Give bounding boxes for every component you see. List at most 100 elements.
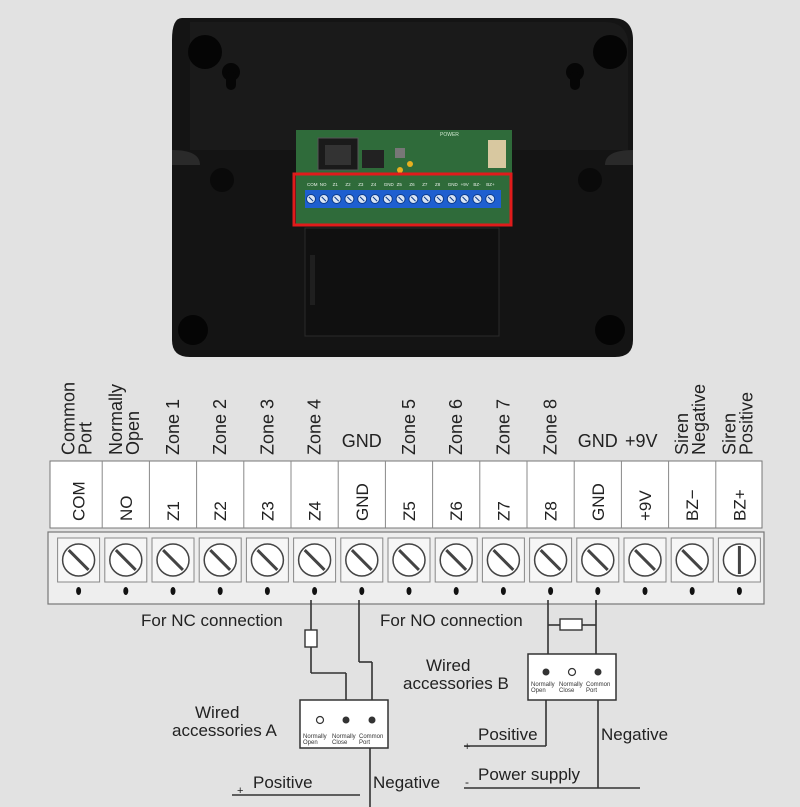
pcb-label-3: Z2	[345, 182, 351, 187]
terminal-code-6: GND	[353, 483, 372, 521]
contact-open-a-1: Normally	[303, 734, 327, 740]
accessory-b-title-1: Wired	[426, 656, 470, 675]
positive-label-a: Positive	[253, 773, 313, 792]
rubber-foot	[178, 315, 208, 345]
terminal-label-14-0: Siren	[719, 413, 739, 455]
pcb-label-10: Z8	[435, 182, 441, 187]
terminal-code-3: Z2	[211, 501, 230, 521]
terminal-hole	[736, 587, 742, 595]
rubber-foot	[593, 35, 627, 69]
terminal-hole	[264, 587, 270, 595]
terminal-code-9: Z7	[494, 501, 513, 521]
pcb-label-1: NO	[320, 182, 327, 187]
terminal-hole	[123, 587, 129, 595]
power-supply-label: Power supply	[478, 765, 581, 784]
rubber-foot	[188, 35, 222, 69]
terminal-hole	[312, 587, 318, 595]
contact-close-a-2: Close	[332, 740, 348, 746]
minus-sign: -	[465, 775, 469, 789]
pcb-label-7: Z5	[397, 182, 403, 187]
terminal-label-12: +9V	[625, 431, 658, 451]
terminal-label-14-1: Positive	[736, 392, 756, 455]
terminal-label-0-0: Common	[59, 382, 79, 455]
terminal-label-7: Zone 5	[399, 399, 419, 455]
pcb-label-12: +9V	[461, 182, 469, 187]
terminal-code-8: Z6	[447, 501, 466, 521]
terminal-code-10: Z8	[542, 501, 561, 521]
plus-sign-a: +	[237, 785, 243, 797]
terminal-code-13: BZ−	[683, 489, 702, 521]
battery-cover	[304, 227, 500, 337]
contact-close-b-1: Normally	[559, 682, 583, 688]
terminal-label-4: Zone 3	[257, 399, 277, 455]
accessory-b-title-2: accessories B	[403, 674, 509, 693]
pcb-label-6: GND	[384, 182, 395, 187]
terminal-label-1-1: Open	[123, 411, 143, 455]
contact-close-b-2: Close	[559, 688, 575, 694]
terminal-code-11: GND	[589, 483, 608, 521]
mount-hole-left	[222, 63, 240, 90]
negative-label-a: Negative	[373, 773, 440, 792]
terminal-code-1: NO	[117, 496, 136, 522]
pcb-label-8: Z6	[409, 182, 415, 187]
terminal-label-8: Zone 6	[446, 399, 466, 455]
terminal-hole	[548, 587, 554, 595]
plus-sign-b: +	[464, 741, 470, 753]
terminal-label-5: Zone 4	[305, 399, 325, 455]
terminal-label-11: GND	[578, 431, 618, 451]
contact-common-b-1: Common	[586, 682, 610, 688]
negative-label-b: Negative	[601, 725, 668, 744]
contact-close-a-1: Normally	[332, 734, 356, 740]
nc-connection-label: For NC connection	[141, 611, 283, 630]
pcb-label-11: GND	[448, 182, 459, 187]
terminal-code-5: Z4	[306, 501, 325, 521]
terminal-code-14: BZ+	[730, 489, 749, 521]
terminal-code-12: +9V	[636, 490, 655, 521]
contact-common-a-1: Common	[359, 734, 383, 740]
terminal-code-4: Z3	[258, 501, 277, 521]
terminal-hole	[453, 587, 459, 595]
pcb-label-9: Z7	[422, 182, 428, 187]
terminal-label-0-1: Port	[76, 422, 96, 455]
terminal-label-1-0: Normally	[106, 384, 126, 455]
contact-open-b-2: Open	[531, 688, 546, 694]
terminal-code-7: Z5	[400, 501, 419, 521]
rubber-foot	[595, 315, 625, 345]
terminal-label-10: Zone 8	[541, 399, 561, 455]
no-connection-label: For NO connection	[380, 611, 523, 630]
highlight-box	[292, 172, 513, 227]
terminal-hole	[76, 587, 82, 595]
accessory-b-box: Normally Open Normally Close Common Port	[527, 653, 617, 701]
terminal-hole	[689, 587, 695, 595]
contact-common-a-2: Port	[359, 740, 370, 746]
terminal-code-0: COM	[70, 481, 89, 521]
pcb-label-4: Z3	[358, 182, 364, 187]
contact-common-b-2: Port	[586, 688, 597, 694]
terminal-hole	[642, 587, 648, 595]
terminal-label-6: GND	[342, 431, 382, 451]
terminal-hole	[595, 587, 601, 595]
terminal-hole	[406, 587, 412, 595]
terminal-hole	[500, 587, 506, 595]
terminal-hole	[359, 587, 365, 595]
power-label: POWER	[440, 132, 459, 138]
positive-label-b: Positive	[478, 725, 538, 744]
pcb-label-14: BZ+	[486, 182, 495, 187]
terminal-label-13-1: Negative	[689, 384, 709, 455]
pcb-label-13: BZ-	[473, 182, 481, 187]
mount-hole-right	[566, 63, 584, 90]
terminal-hole	[217, 587, 223, 595]
contact-open-a-2: Open	[303, 740, 318, 746]
accessory-a-title-2: accessories A	[172, 721, 278, 740]
pcb-label-0: COM	[307, 182, 318, 187]
terminal-hole	[170, 587, 176, 595]
terminal-label-13-0: Siren	[672, 413, 692, 455]
pcb-label-2: Z1	[333, 182, 339, 187]
terminal-label-3: Zone 2	[210, 399, 230, 455]
contact-open-b-1: Normally	[531, 682, 555, 688]
pcb-label-5: Z4	[371, 182, 377, 187]
terminal-label-2: Zone 1	[163, 399, 183, 455]
